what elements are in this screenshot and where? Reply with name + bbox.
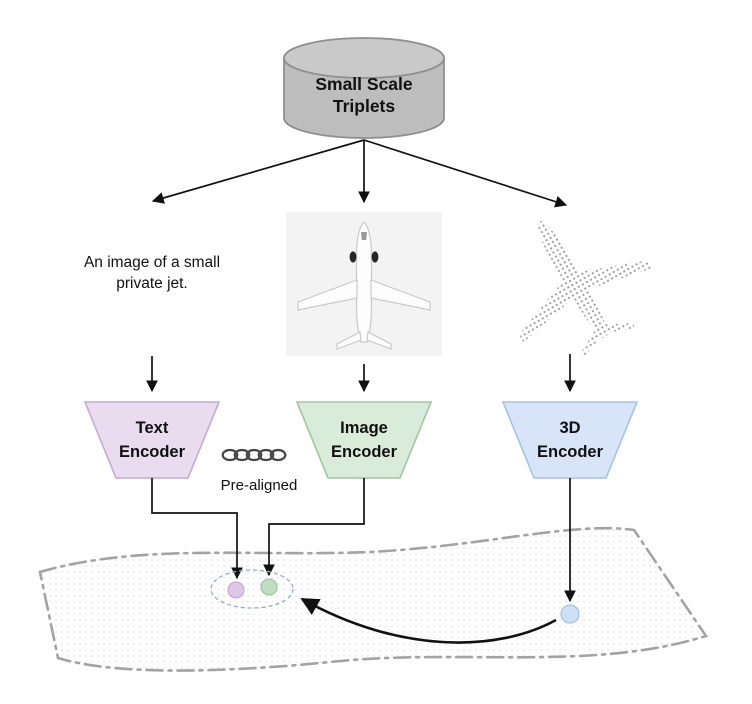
prealigned-label: Pre-aligned xyxy=(221,477,298,494)
pointcloud-sample xyxy=(474,182,674,381)
text-sample: An image of a small private jet. xyxy=(84,254,220,292)
chain-icon xyxy=(221,448,287,462)
right-engine-dot xyxy=(371,251,379,263)
cockpit-window xyxy=(361,232,367,240)
embedding-connectors xyxy=(151,478,576,603)
pointcloud-airplane xyxy=(474,182,674,381)
triplet-arrows xyxy=(151,139,568,208)
database-cylinder: Small Scale Triplets xyxy=(283,37,445,139)
3d-encoder-shape xyxy=(501,401,639,479)
image-encoder-connector xyxy=(263,478,365,577)
arrow-to-3d xyxy=(363,139,568,208)
database-label-line2: Triplets xyxy=(333,96,396,116)
airplane-image xyxy=(297,221,431,350)
text-encoder-connector xyxy=(151,478,243,580)
alignment-arrow xyxy=(300,597,557,644)
text-sample-line2: private jet. xyxy=(116,275,188,292)
embedding-space xyxy=(38,526,709,672)
shape-embedding-dot xyxy=(560,604,580,624)
text-encoder-shape xyxy=(83,401,221,479)
embedding-dots xyxy=(210,569,580,644)
database-body xyxy=(283,57,445,139)
modality-arrows xyxy=(146,354,576,393)
arrow-to-text xyxy=(151,139,365,204)
image-embedding-dot xyxy=(260,578,278,596)
encoders: Text Encoder Image Encoder 3D Encoder xyxy=(83,401,639,479)
text-encoder-label-line1: Text xyxy=(136,419,169,437)
database-top xyxy=(283,37,445,79)
image-encoder-label-line1: Image xyxy=(340,419,388,437)
text-sample-line1: An image of a small xyxy=(84,254,220,271)
text-embedding-dot xyxy=(227,581,245,599)
image-sample xyxy=(286,212,442,356)
prealigned-group: Pre-aligned xyxy=(221,448,298,494)
database-label-line1: Small Scale xyxy=(315,74,413,94)
3d-encoder-label-line1: 3D xyxy=(559,419,580,437)
image-encoder-shape xyxy=(295,401,433,479)
text-encoder-label-line2: Encoder xyxy=(119,443,186,461)
alignment-ellipse xyxy=(210,569,294,609)
image-encoder-label-line2: Encoder xyxy=(331,443,398,461)
3d-encoder-label-line2: Encoder xyxy=(537,443,604,461)
left-engine-dot xyxy=(349,251,357,263)
